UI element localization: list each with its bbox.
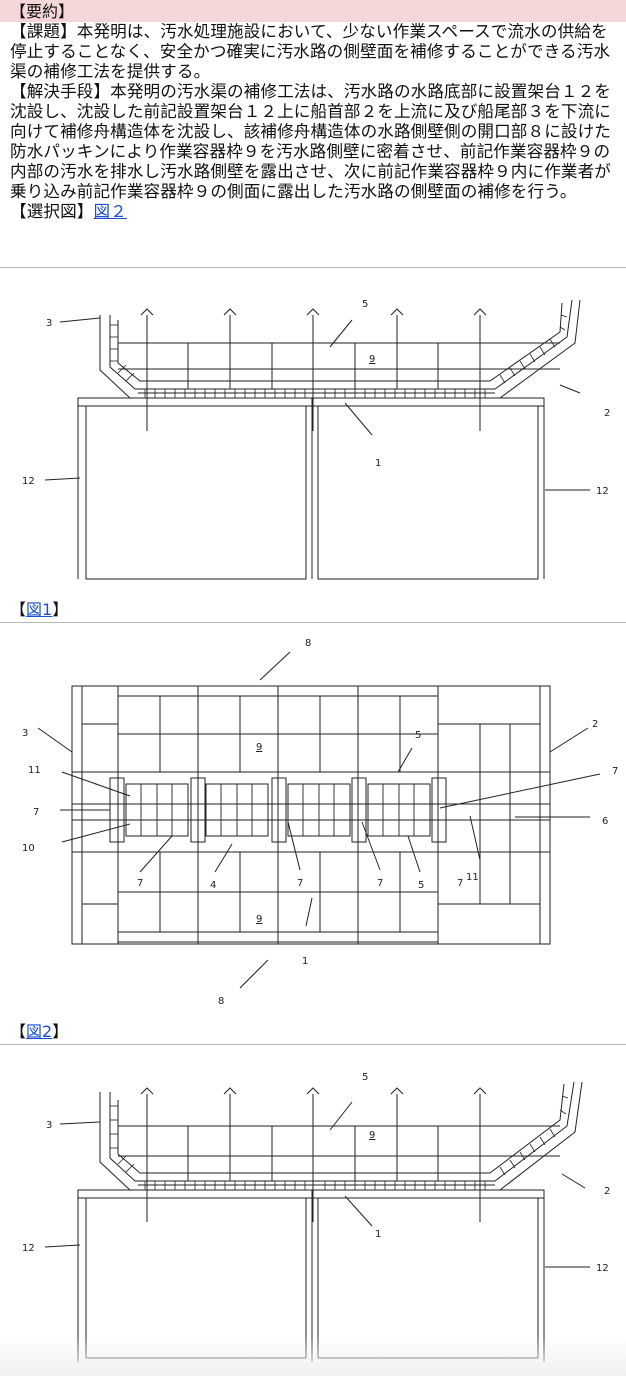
abstract-block: 【課題】本発明は、汚水処理施設において、少ない作業スペースで流水の供給を停止する… xyxy=(10,22,620,222)
caption-bracket-open: 【 xyxy=(10,1022,27,1041)
label-deck: 5 xyxy=(362,299,368,310)
label-7-left: 7 xyxy=(33,807,39,818)
figure-2-link[interactable]: 図2 xyxy=(26,1022,53,1041)
summary-heading: 【要約】 xyxy=(10,2,75,21)
label-5-bottom: 5 xyxy=(418,880,424,891)
label-7-a: 7 xyxy=(137,878,143,889)
divider xyxy=(0,1044,626,1045)
selected-figure-line: 【選択図】図２ xyxy=(10,202,620,222)
label-stand-left: 12 xyxy=(22,1243,35,1254)
divider xyxy=(0,622,626,623)
label-7-right: 7 xyxy=(612,766,618,777)
label-7-b: 7 xyxy=(297,878,303,889)
label-stern: 3 xyxy=(22,728,28,739)
label-stand-right: 12 xyxy=(596,486,609,497)
label-stand-right: 12 xyxy=(596,1263,609,1274)
label-frame: 1 xyxy=(375,458,381,469)
figure-1-caption: 【図1】 xyxy=(10,600,68,620)
label-stern: 3 xyxy=(46,318,52,329)
selected-figure-prefix: 【選択図】 xyxy=(10,202,94,221)
label-container: 9 xyxy=(369,354,375,365)
label-stand-left: 12 xyxy=(22,476,35,487)
figure-2-caption: 【図2】 xyxy=(10,1022,68,1042)
label-5-top: 5 xyxy=(415,730,421,741)
caption-bracket-open: 【 xyxy=(10,600,27,619)
summary-header: 【要約】 xyxy=(0,0,626,22)
solution-paragraph: 【解決手段】本発明の汚水渠の補修工法は、汚水路の水路底部に設置架台１２を沈設し、… xyxy=(10,82,611,201)
label-4: 4 xyxy=(210,880,216,891)
label-6: 6 xyxy=(602,816,608,827)
label-11-right: 11 xyxy=(466,872,479,883)
label-11-left: 11 xyxy=(28,765,41,776)
label-opening-top: 8 xyxy=(305,638,311,649)
problem-paragraph: 【課題】本発明は、汚水処理施設において、少ない作業スペースで流水の供給を停止する… xyxy=(10,22,611,81)
label-9-top: 9 xyxy=(256,742,262,753)
label-frame: 1 xyxy=(375,1229,381,1240)
label-stern: 3 xyxy=(46,1120,52,1131)
divider xyxy=(0,267,626,268)
selected-figure-link[interactable]: 図２ xyxy=(93,202,127,221)
label-container: 9 xyxy=(369,1130,375,1141)
label-opening-bottom: 8 xyxy=(218,996,224,1007)
label-bow: 2 xyxy=(604,1186,610,1197)
label-bow: 2 xyxy=(592,719,598,730)
figure-1-link[interactable]: 図1 xyxy=(26,600,53,619)
label-10: 10 xyxy=(22,843,35,854)
label-7-d: 7 xyxy=(457,878,463,889)
label-deck: 5 xyxy=(362,1072,368,1083)
label-1: 1 xyxy=(302,956,308,967)
label-7-c: 7 xyxy=(377,878,383,889)
label-9-bottom: 9 xyxy=(256,914,262,925)
figure-2-image-side-view: 5 9 3 2 1 12 12 xyxy=(22,1072,610,1362)
caption-bracket-close: 】 xyxy=(52,600,69,619)
label-bow: 2 xyxy=(604,408,610,419)
figure-1-side-view: 5 9 3 2 1 12 12 xyxy=(22,299,610,580)
caption-bracket-close: 】 xyxy=(52,1022,69,1041)
figure-2-plan-view: 8 8 3 2 11 7 10 7 6 11 9 9 5 5 4 7 7 7 7… xyxy=(22,638,618,1007)
